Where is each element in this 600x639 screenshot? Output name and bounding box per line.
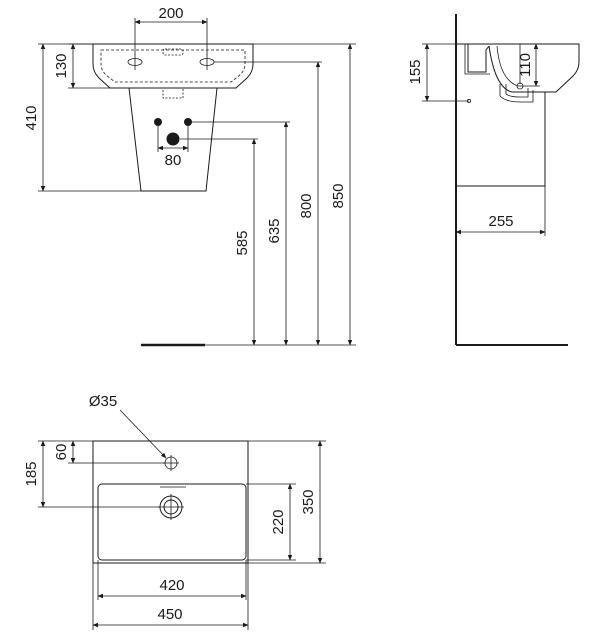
dim-dia35-label: Ø35 <box>89 393 117 410</box>
dim-110-label: 110 <box>517 53 534 77</box>
dim-200-label: 200 <box>158 5 183 22</box>
semi-pedestal <box>128 87 218 192</box>
waste-point <box>166 132 180 146</box>
dim-850-label: 850 <box>330 183 347 208</box>
tap-hole-right <box>199 54 215 70</box>
front-view: 200 130 410 80 585 635 800 850 <box>23 5 356 347</box>
dim-255-label: 255 <box>488 213 513 230</box>
dim-800-label: 800 <box>298 193 315 218</box>
dim-585-label: 585 <box>234 230 251 255</box>
dim-80-label: 80 <box>165 152 182 169</box>
dim-60-label: 60 <box>53 444 70 461</box>
dim-130-label: 130 <box>53 53 70 78</box>
basin-top-outline <box>92 440 249 564</box>
dim-155-label: 155 <box>407 59 424 84</box>
side-view: 155 110 255 <box>407 14 580 346</box>
basin-inner-line <box>100 49 246 83</box>
overflow-slot <box>162 48 184 56</box>
trap <box>499 84 534 103</box>
dim-185-label: 185 <box>23 461 40 486</box>
tap-hole-left <box>127 54 143 70</box>
waste-outlet <box>162 87 184 99</box>
dim-410-label: 410 <box>23 105 40 130</box>
dim-450-label: 450 <box>157 606 182 623</box>
dim-350-label: 350 <box>300 489 317 514</box>
basin-outline <box>92 43 254 89</box>
dim-420-label: 420 <box>159 577 184 594</box>
supply-point-left <box>154 118 162 126</box>
basin-bowl-profile <box>456 44 546 187</box>
basin-bowl <box>97 483 247 561</box>
dim-635-label: 635 <box>266 218 283 243</box>
supply-point-right <box>184 118 192 126</box>
top-view: Ø35 60 185 220 350 420 450 <box>23 393 326 630</box>
waste-top <box>158 494 184 520</box>
dim-220-label: 220 <box>270 509 287 534</box>
basin-side-profile <box>456 43 580 93</box>
